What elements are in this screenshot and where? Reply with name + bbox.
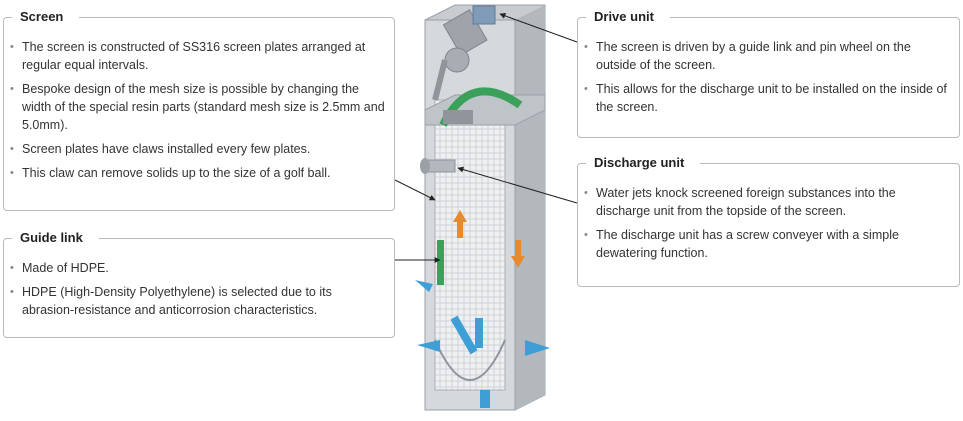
guide-link-list: Made of HDPE. HDPE (High-Density Polyeth… (10, 259, 386, 319)
upward-flow-arrow (453, 210, 467, 238)
list-item: HDPE (High-Density Polyethylene) is sele… (10, 283, 386, 319)
drive-motor (432, 5, 496, 101)
screen-callout: Screen The screen is constructed of SS31… (3, 9, 395, 211)
guide-link-chain (437, 240, 444, 285)
drive-unit-callout: Drive unit The screen is driven by a gui… (577, 9, 960, 138)
downward-flow-arrow (511, 240, 525, 268)
discharge-unit-list: Water jets knock screened foreign substa… (584, 184, 951, 262)
water-inflow-arrows (415, 280, 550, 408)
guide-link-title: Guide link (12, 230, 99, 246)
discharge-unit-title: Discharge unit (586, 155, 701, 171)
drive-unit-list: The screen is driven by a guide link and… (584, 38, 951, 116)
list-item: This claw can remove solids up to the si… (10, 164, 386, 182)
screen-list: The screen is constructed of SS316 scree… (10, 38, 386, 182)
list-item: The screen is driven by a guide link and… (584, 38, 951, 74)
list-item: Screen plates have claws installed every… (10, 140, 386, 158)
discharge-unit-callout: Discharge unit Water jets knock screened… (577, 155, 960, 287)
list-item: The discharge unit has a screw conveyer … (584, 226, 951, 262)
list-item: Water jets knock screened foreign substa… (584, 184, 951, 220)
list-item: Bespoke design of the mesh size is possi… (10, 80, 386, 134)
list-item: The screen is constructed of SS316 scree… (10, 38, 386, 74)
guide-link-callout: Guide link Made of HDPE. HDPE (High-Dens… (3, 230, 395, 338)
head-section (424, 87, 546, 127)
list-item: This allows for the discharge unit to be… (584, 80, 951, 116)
bar-screen-machine-illustration (415, 4, 550, 411)
list-item: Made of HDPE. (10, 259, 386, 277)
discharge-pipe (420, 158, 456, 174)
screen-bottom-curve (434, 339, 506, 381)
drive-unit-title: Drive unit (586, 9, 670, 25)
screen-title: Screen (12, 9, 80, 25)
